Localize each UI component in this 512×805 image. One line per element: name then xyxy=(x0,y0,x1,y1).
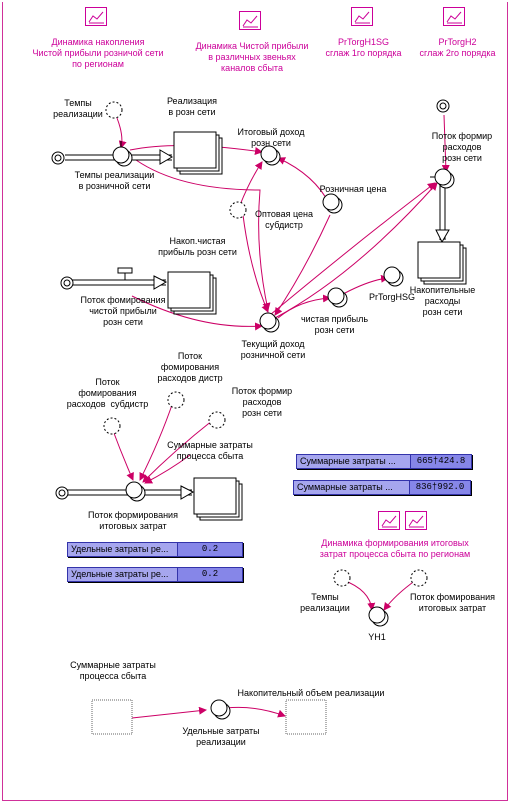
flow-label: Темпы реализации в розничной сети xyxy=(74,170,155,191)
converter-label: Суммарные затраты процесса сбыта xyxy=(70,660,156,681)
graph-label: Динамика формирования итоговых затрат пр… xyxy=(319,538,471,559)
connector-tek-to-chist xyxy=(277,294,331,319)
converter-label: PrTorgHSG xyxy=(368,292,415,302)
numeric-display-value: 665†424.8 xyxy=(411,455,471,468)
numeric-display-value: 0.2 xyxy=(178,568,242,581)
connector-distr-to-valve xyxy=(139,401,174,481)
connector-tek-to-potokcosts-2 xyxy=(274,182,438,319)
stock-label: Накопительные расходы розн сети xyxy=(409,285,476,317)
converter-label: Поток фомирования расходов дистр xyxy=(157,351,223,383)
conv-yh1 xyxy=(368,606,389,627)
conv-tempy2 xyxy=(333,569,351,587)
converters xyxy=(103,101,428,720)
numeric-display-value: 836†992.0 xyxy=(410,481,470,494)
connector-potokrozn-to-valve xyxy=(441,114,450,173)
conv-potok-rozn xyxy=(208,411,226,429)
connector-tek-to-potoknet xyxy=(131,295,263,331)
converter-label: Накопительный объем реализации xyxy=(237,688,385,698)
cloud-icon xyxy=(55,486,69,500)
graph-icon[interactable] xyxy=(443,7,465,26)
conv-tek-dohod xyxy=(259,312,280,333)
numeric-display[interactable]: Суммарные затраты ... 665†424.8 xyxy=(296,454,472,469)
numeric-display-name: Суммарные затраты ... xyxy=(297,455,411,468)
flow-label: Поток фомирования чистой прибыли розн се… xyxy=(80,295,166,327)
valve-realization xyxy=(112,141,133,167)
converter-label: Розничная цена xyxy=(319,184,387,194)
converter-label: Поток фомирования итоговых затрат xyxy=(410,592,495,613)
conv-tempy xyxy=(105,101,123,119)
valve-total xyxy=(125,481,146,502)
graph-label: Динамика Чистой прибыли в различных звен… xyxy=(195,41,309,73)
valves xyxy=(112,141,455,502)
converter-label: Поток формир расходов розн сети xyxy=(231,386,293,418)
graph-label: PrTorgH2 сглаж 2го порядка xyxy=(419,37,496,58)
connector-opt-to-tek xyxy=(242,214,269,313)
connector-rozn-to-valve xyxy=(142,419,214,483)
conv-prtorghsg xyxy=(383,266,404,287)
stock-label: Накоп.чистая прибыль розн сети xyxy=(158,236,237,257)
connector-udel-to-nakop xyxy=(225,706,286,718)
converter-label: Оптовая цена субдистр xyxy=(255,209,313,230)
graph-icon[interactable] xyxy=(351,7,373,26)
converter-label: YH1 xyxy=(368,632,386,642)
connector-sum2-to-udel xyxy=(131,706,207,719)
numeric-display-name: Суммарные затраты ... xyxy=(294,481,410,494)
graph-icon[interactable] xyxy=(85,7,107,26)
stock-ghost-right xyxy=(285,699,327,735)
connector-sum-to-valve xyxy=(144,454,191,484)
converter-label: Поток фомирования расходов субдистр xyxy=(66,377,149,409)
connector-tek-to-potokcosts xyxy=(269,182,436,316)
stock-realization xyxy=(173,131,223,175)
valve-costs xyxy=(434,168,455,189)
numeric-display-name: Удельные затраты ре... xyxy=(68,568,178,581)
graph-icon[interactable] xyxy=(378,511,400,530)
connector-flow-to-tekdohod xyxy=(135,159,271,311)
numeric-display-name: Удельные затраты ре... xyxy=(68,543,178,556)
connector-opt-to-itog xyxy=(239,161,263,206)
converter-label: Темпы реализации xyxy=(53,98,103,119)
valve-net-profit xyxy=(117,267,133,280)
conv-chist-prib xyxy=(327,287,348,308)
converter-label: чистая прибыль розн сети xyxy=(300,314,369,335)
numeric-display-value: 0.2 xyxy=(178,543,242,556)
graph-icon[interactable] xyxy=(239,11,261,30)
conv-opt-cena xyxy=(229,201,247,219)
graph-icon[interactable] xyxy=(405,511,427,530)
stock-accum-costs xyxy=(417,241,467,285)
numeric-display[interactable]: Удельные затраты ре... 0.2 xyxy=(67,567,243,582)
connector-chist-to-prtorg xyxy=(344,274,389,294)
conv-potok-itog2 xyxy=(410,569,428,587)
graph-label: PrTorgH1SG сглаж 1го порядка xyxy=(325,37,402,58)
numeric-display[interactable]: Удельные затраты ре... 0.2 xyxy=(67,542,243,557)
connector-roz-to-itog xyxy=(277,157,331,206)
connector-subd-to-valve xyxy=(111,427,134,481)
conv-roz-cena xyxy=(322,193,343,214)
conv-itog-dohod xyxy=(260,145,281,166)
stocks xyxy=(91,131,467,735)
conv-potok-subd xyxy=(103,417,121,435)
stock-label: Реализация в розн сети xyxy=(166,96,218,117)
numeric-display[interactable]: Суммарные затраты ... 836†992.0 xyxy=(293,480,471,495)
stock-net-profit xyxy=(167,271,217,315)
graph-label: Динамика накопления Чистой прибыли розни… xyxy=(32,37,164,69)
converter-label: Удельные затраты реализации xyxy=(182,726,260,747)
flow-label: Поток формирования итоговых затрат xyxy=(88,510,178,531)
conv-udel xyxy=(210,699,231,720)
stock-total-costs xyxy=(193,477,243,521)
converter-label: Текущий доход розничной сети xyxy=(240,339,306,360)
converter-label: Суммарные затраты процесса сбыта xyxy=(167,440,253,461)
flow-pipes xyxy=(65,149,450,500)
cloud-icon xyxy=(51,151,65,165)
clouds xyxy=(51,99,450,500)
cloud-icon xyxy=(436,99,450,113)
converter-label: Темпы реализации xyxy=(300,592,350,613)
conv-potok-distr xyxy=(167,391,185,409)
flow-label: Поток формир расходов розн сети xyxy=(431,131,493,163)
converter-label: Итоговый доход розн сети xyxy=(237,127,305,148)
stock-ghost-left xyxy=(91,699,133,735)
cloud-icon xyxy=(60,276,74,290)
